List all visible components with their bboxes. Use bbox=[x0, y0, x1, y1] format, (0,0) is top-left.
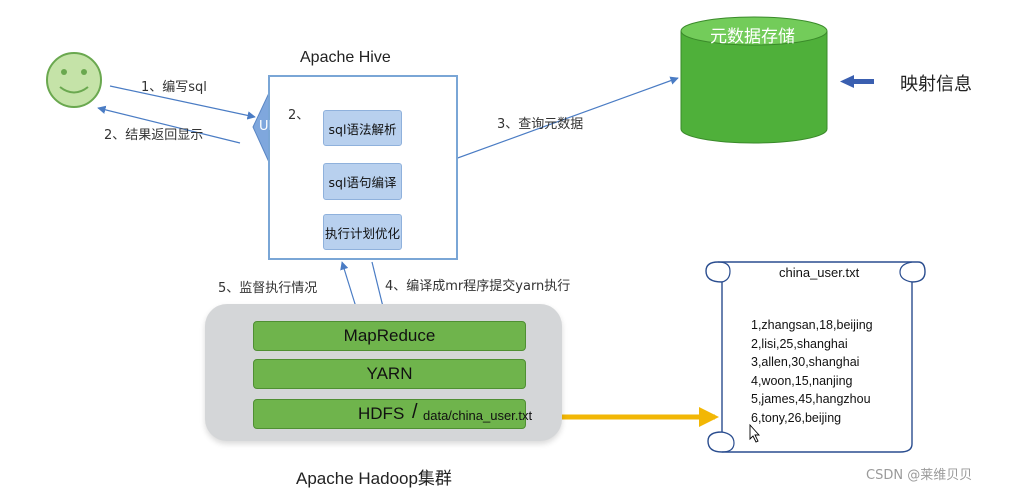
layer-mapreduce: MapReduce bbox=[253, 321, 526, 351]
user-smiley-icon bbox=[46, 52, 102, 108]
arrow-return-result bbox=[97, 105, 241, 144]
file-line: 1,zhangsan,18,beijing bbox=[751, 318, 873, 332]
watermark: CSDN @莱维贝贝 bbox=[866, 468, 973, 483]
mouse-cursor-icon bbox=[749, 423, 761, 443]
hadoop-title: Apache Hadoop集群 bbox=[296, 469, 452, 488]
file-scroll-shape bbox=[705, 261, 926, 453]
layer-yarn: YARN bbox=[253, 359, 526, 389]
file-line: 2,lisi,25,shanghai bbox=[751, 336, 848, 351]
step-2-label: 2、 bbox=[288, 108, 310, 123]
step-sql-parse: sql语法解析 bbox=[323, 110, 402, 146]
mapping-arrow-icon bbox=[840, 75, 874, 88]
metadata-storage-cylinder bbox=[680, 16, 828, 144]
file-contents: 1,zhangsan,18,beijing 2,lisi,25,shanghai… bbox=[751, 316, 873, 427]
file-line: 4,woon,15,nanjing bbox=[751, 373, 853, 388]
label-return-result: 2、结果返回显示 bbox=[104, 128, 204, 143]
hive-title: Apache Hive bbox=[300, 49, 391, 66]
file-name: china_user.txt bbox=[779, 265, 860, 280]
layer-hdfs: HDFS bbox=[253, 399, 526, 429]
arrow-write-sql bbox=[109, 85, 256, 120]
label-query-metadata: 3、查询元数据 bbox=[497, 117, 584, 132]
step-plan-optimize: 执行计划优化 bbox=[323, 214, 402, 250]
metadata-storage-label: 元数据存储 bbox=[710, 27, 795, 47]
label-monitor-execution: 5、监督执行情况 bbox=[218, 281, 318, 296]
file-line: 3,allen,30,shanghai bbox=[751, 355, 860, 369]
label-write-sql: 1、编写sql bbox=[141, 80, 207, 95]
hdfs-label: HDFS bbox=[358, 404, 405, 423]
mapping-info-label: 映射信息 bbox=[900, 74, 972, 95]
ui-label: UI bbox=[259, 119, 273, 134]
hdfs-path: data/china_user.txt bbox=[423, 408, 533, 423]
label-submit-yarn: 4、编译成mr程序提交yarn执行 bbox=[385, 279, 571, 294]
file-line: 5,james,45,hangzhou bbox=[751, 392, 871, 406]
file-line: 6,tony,26,beijing bbox=[751, 410, 842, 425]
hdfs-path-slash: / bbox=[412, 401, 418, 423]
step-sql-compile: sql语句编译 bbox=[323, 163, 402, 200]
